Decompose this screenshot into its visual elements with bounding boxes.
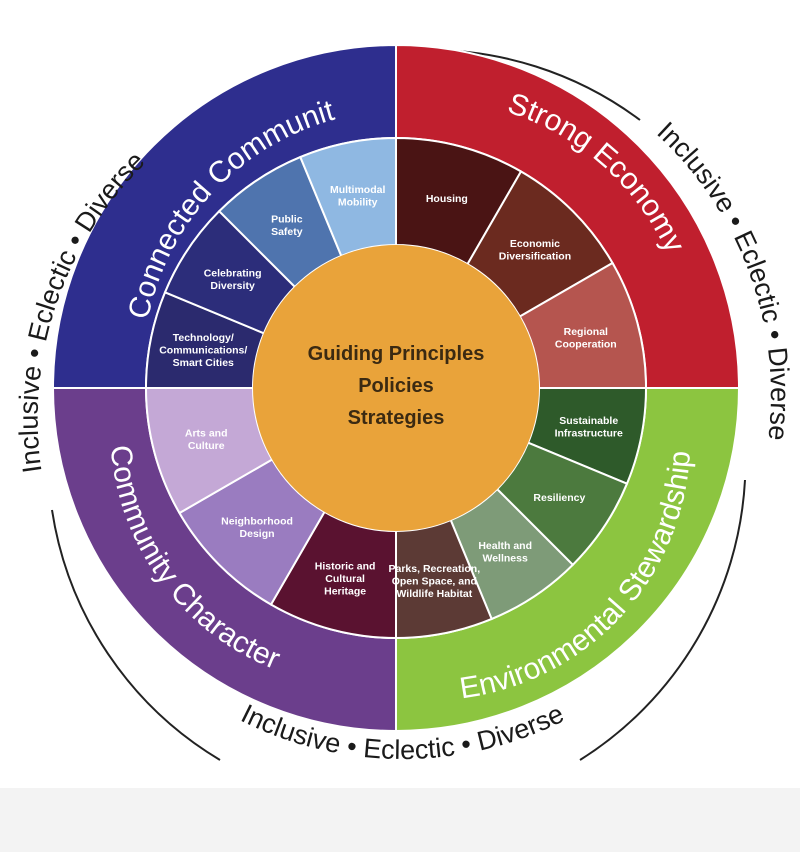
segment-label-line: Resiliency bbox=[533, 492, 585, 504]
segment-label-line: Diversity bbox=[210, 280, 255, 292]
segment-label-line: Historic and bbox=[315, 560, 376, 572]
center-line-1: Guiding Principles bbox=[308, 343, 485, 365]
segment-label-line: Housing bbox=[426, 193, 468, 205]
segment-character-2 bbox=[144, 387, 274, 515]
segment-label-line: Wellness bbox=[483, 553, 528, 565]
segment-label-line: Mobility bbox=[338, 197, 378, 209]
segment-label-line: Celebrating bbox=[204, 268, 262, 280]
segment-label-line: Multimodal bbox=[330, 184, 385, 196]
segment-label-line: Cultural bbox=[325, 573, 365, 585]
segment-label-line: Sustainable bbox=[559, 415, 618, 427]
segment-label-line: Design bbox=[240, 528, 275, 540]
segment-label-line: Parks, Recreation, bbox=[389, 563, 481, 575]
segment-labels: Technology/Communications/Smart Cities Ce… bbox=[159, 184, 623, 600]
segment-label-line: Economic bbox=[510, 238, 560, 250]
segment-label-line: Heritage bbox=[324, 585, 366, 597]
segment-label-line: Technology/ bbox=[173, 332, 234, 344]
segment-label-line: Arts and bbox=[185, 428, 228, 440]
segment-label-line: Diversification bbox=[499, 250, 571, 262]
segment-label-line: Cooperation bbox=[555, 338, 617, 350]
segment-label-connected-0: Technology/Communications/Smart Cities bbox=[159, 332, 247, 369]
segment-label-line: Communications/ bbox=[159, 345, 247, 357]
segment-label-line: Safety bbox=[271, 226, 303, 238]
segment-label-line: Open Space, and bbox=[392, 576, 477, 588]
segment-label-line: Health and bbox=[478, 540, 532, 552]
segment-label-line: Public bbox=[271, 213, 303, 225]
segment-label-line: Regional bbox=[564, 326, 608, 338]
segment-label-line: Neighborhood bbox=[221, 516, 293, 528]
segment-label-economy-0: Housing bbox=[426, 193, 468, 205]
bottom-band bbox=[0, 788, 800, 852]
segment-label-environment-1: Resiliency bbox=[533, 492, 585, 504]
center-circle bbox=[253, 245, 539, 531]
center-line-2: Policies bbox=[358, 375, 434, 397]
segment-label-line: Wildlife Habitat bbox=[396, 588, 472, 600]
center-line-3: Strategies bbox=[348, 407, 445, 429]
center-text-group: Guiding Principles Policies Strategies bbox=[308, 343, 485, 429]
segment-label-line: Smart Cities bbox=[173, 357, 234, 369]
segment-label-line: Infrastructure bbox=[555, 428, 623, 440]
segment-label-line: Culture bbox=[188, 440, 225, 452]
